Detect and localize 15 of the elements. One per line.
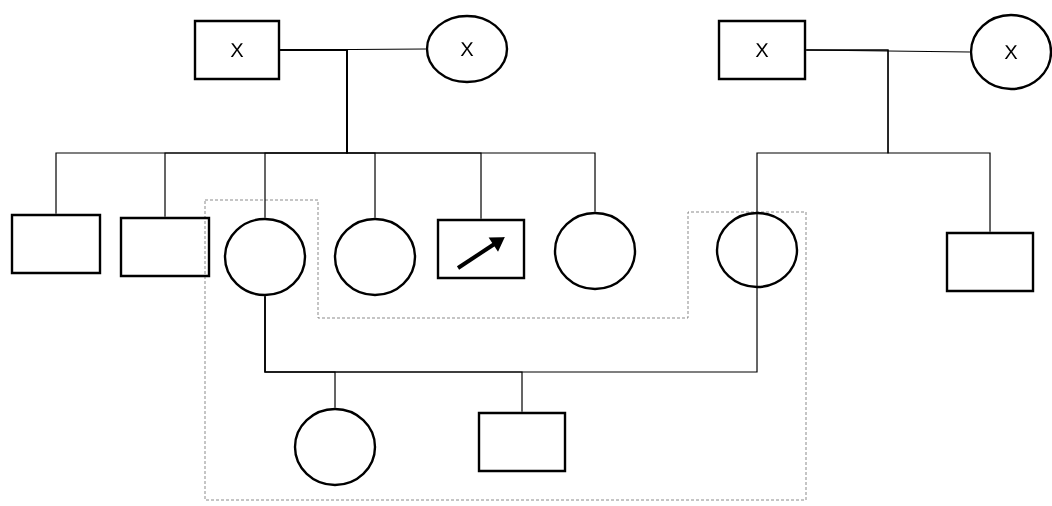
male-square [436, 218, 526, 280]
male-square [477, 411, 567, 473]
male-square [10, 213, 102, 275]
female-circle [223, 217, 307, 297]
pedigree-line [264, 295, 523, 413]
male-square [119, 216, 211, 278]
female-circle [715, 211, 799, 289]
male-square [945, 231, 1035, 293]
female-circle [293, 407, 377, 487]
pedigree-line [279, 49, 596, 213]
pedigree-line [805, 49, 991, 233]
female-circle [333, 217, 417, 297]
male-square: X [717, 19, 807, 81]
female-circle [553, 211, 637, 291]
male-square: X [193, 19, 281, 81]
